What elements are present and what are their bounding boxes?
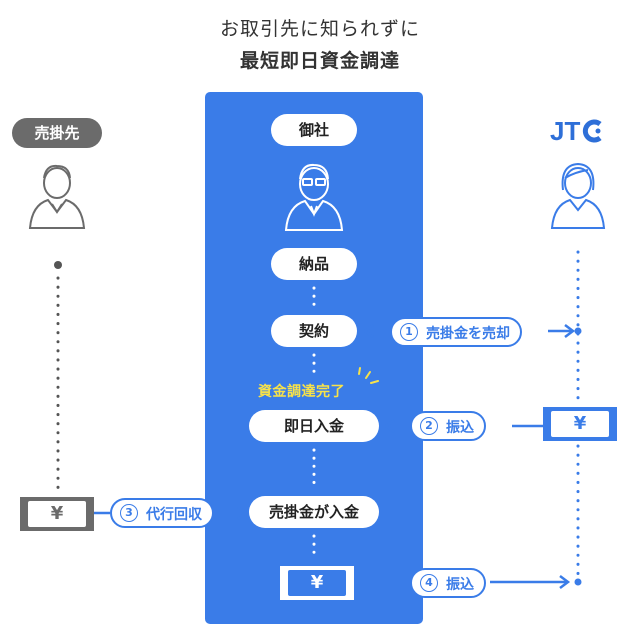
jtg-logo: JT	[548, 116, 608, 146]
arrow-label-transfer-2: 4 振込	[410, 568, 486, 598]
arrow-3-head	[237, 506, 249, 520]
arrow-label-collect-text: 代行回収	[146, 507, 202, 523]
arrow-label-transfer-2-text: 振込	[446, 577, 474, 593]
yen-symbol-left: ¥	[28, 501, 86, 527]
step-number-1: 1	[400, 323, 418, 341]
jtg-person-icon	[550, 162, 606, 229]
step-number-2: 2	[420, 417, 438, 435]
left-start-dot	[54, 261, 62, 269]
step-number-4: 4	[420, 574, 438, 592]
arrow-label-sell-text: 売掛金を売却	[426, 326, 510, 342]
arrow-label-sell: 1 売掛金を売却	[390, 317, 522, 347]
arrow-2-head	[383, 419, 395, 433]
company-pill: 御社	[271, 114, 357, 146]
yen-note-center: ¥	[280, 566, 354, 600]
arrow-label-collect: 3 代行回収	[110, 498, 214, 528]
buyer-person-icon	[28, 164, 86, 229]
step-receivable-deposit: 売掛金が入金	[249, 496, 379, 528]
step-number-3: 3	[120, 504, 138, 522]
yen-symbol-center: ¥	[288, 570, 346, 596]
company-person-icon	[284, 163, 344, 231]
funding-complete-label: 資金調達完了	[258, 384, 345, 400]
heading-line-1: お取引先に知られずに	[219, 18, 420, 40]
right-dot-4	[574, 578, 582, 586]
arrow-4-head	[559, 575, 571, 589]
yen-note-right: ¥	[543, 407, 617, 441]
right-dot-1	[574, 327, 582, 335]
step-delivery: 納品	[271, 248, 357, 280]
arrow-1-left-head	[362, 324, 374, 338]
heading-line-2: 最短即日資金調達	[239, 50, 400, 72]
arrow-label-transfer-1-text: 振込	[446, 420, 474, 436]
arrow-label-transfer-1: 2 振込	[410, 411, 486, 441]
buyer-tag: 売掛先	[12, 118, 102, 148]
svg-text:JT: JT	[550, 116, 580, 146]
sparkle-icon	[358, 367, 379, 384]
yen-note-left: ¥	[20, 497, 94, 531]
yen-symbol-right: ¥	[551, 411, 609, 437]
step-contract: 契約	[271, 315, 357, 347]
arrow-1-right-head	[564, 324, 576, 338]
step-same-day-deposit: 即日入金	[249, 410, 379, 442]
